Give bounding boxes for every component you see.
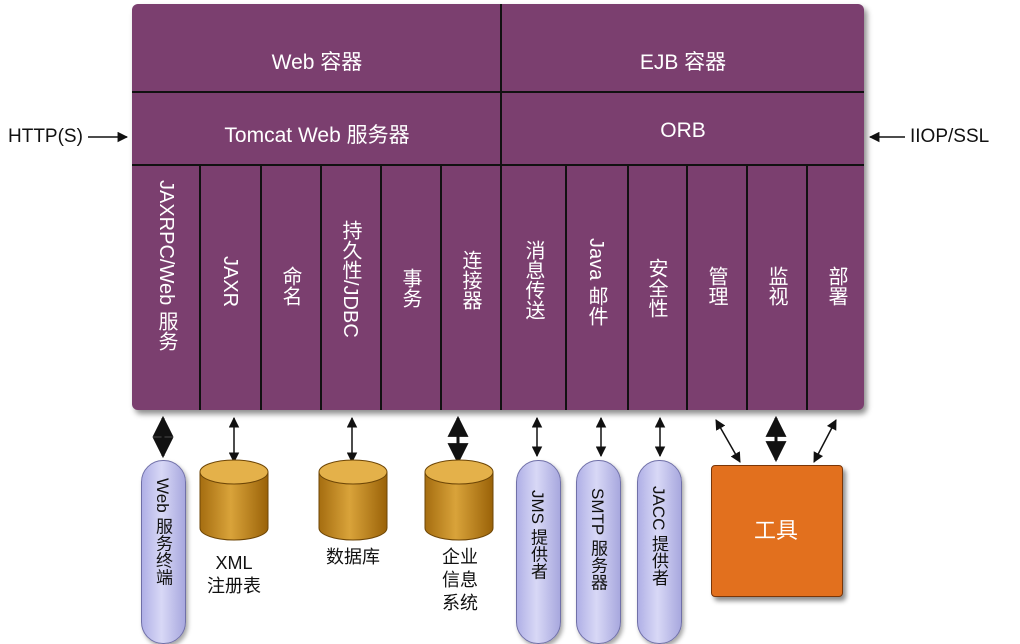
eis-line2: 信息	[442, 570, 478, 590]
column-divider	[686, 165, 688, 410]
column-divider	[746, 165, 748, 410]
xml-registry-line2: 注册表	[207, 576, 261, 596]
tools-box	[711, 465, 843, 597]
service-jaxr: JAXR	[219, 256, 241, 308]
web-service-client-label: Web 服务终端	[153, 478, 172, 586]
service-javamail: Java 邮件	[585, 238, 607, 326]
jms-provider-label: JMS 提供者	[528, 490, 547, 580]
column-divider	[565, 165, 567, 410]
xml-registry-cylinder	[199, 459, 269, 541]
service-persistence: 持久性/JDBC	[339, 220, 361, 338]
jacc-provider-pill	[637, 460, 682, 644]
smtp-server-label: SMTP 服务器	[588, 488, 607, 591]
column-divider	[440, 165, 442, 410]
eis-cylinder	[424, 459, 494, 541]
web-container-label: Web 容器	[271, 51, 363, 74]
service-naming: 命名	[279, 266, 301, 306]
eis-label: 企业 信息 系统	[420, 546, 500, 615]
column-divider	[380, 165, 382, 410]
iiop-label: IIOP/SSL	[910, 126, 990, 147]
service-connector: 连接器	[459, 250, 481, 310]
row-divider	[132, 91, 864, 93]
service-transaction: 事务	[399, 268, 421, 308]
tools-label: 工具	[753, 518, 798, 543]
service-jaxrpc: JAXRPC/Web 服务	[155, 180, 177, 351]
admin-arrow	[715, 419, 741, 463]
column-divider	[260, 165, 262, 410]
orb-label: ORB	[660, 119, 706, 142]
xml-registry-line1: XML	[215, 553, 253, 573]
eis-line1: 企业	[442, 547, 478, 567]
column-divider	[500, 4, 502, 410]
column-divider	[627, 165, 629, 410]
service-monitor: 监视	[765, 266, 787, 306]
application-server-container	[132, 4, 864, 410]
column-divider	[320, 165, 322, 410]
http-label: HTTP(S)	[8, 126, 83, 147]
database-label: 数据库	[326, 547, 380, 567]
eis-line3: 系统	[442, 593, 478, 613]
jacc-provider-label: JACC 提供者	[649, 486, 668, 587]
service-security: 安全性	[645, 258, 667, 318]
deploy-arrow	[813, 419, 837, 463]
column-divider	[806, 165, 808, 410]
row-divider	[132, 164, 864, 166]
smtp-server-pill	[576, 460, 621, 644]
column-divider	[199, 165, 201, 410]
service-messaging: 消息传送	[522, 240, 544, 320]
xml-registry-label: XML 注册表	[194, 552, 274, 598]
database-cylinder	[318, 459, 388, 541]
service-deploy: 部署	[825, 266, 847, 306]
ejb-container-label: EJB 容器	[639, 51, 727, 74]
service-admin: 管理	[705, 266, 727, 306]
tomcat-label: Tomcat Web 服务器	[224, 124, 410, 147]
